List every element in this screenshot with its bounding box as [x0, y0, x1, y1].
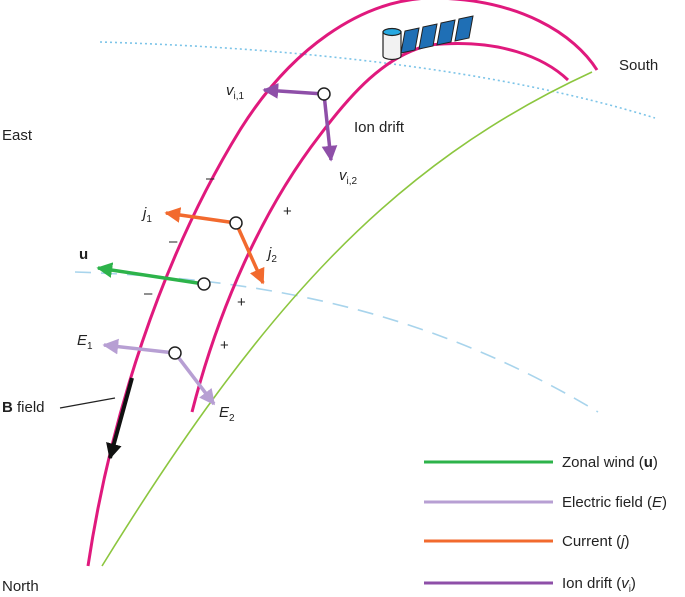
legend-label-symbol: u [644, 454, 653, 471]
b-field-label: B field [2, 399, 45, 416]
efield-point [168, 346, 182, 360]
minus-sign-2: – [169, 233, 178, 250]
minus-sign-1: – [206, 170, 215, 187]
e1-sub: 1 [87, 341, 93, 352]
minus-sign-3: – [144, 285, 153, 302]
plus-sign-3: + [220, 337, 229, 354]
legend-label-3: Ion drift (vi) [562, 575, 636, 595]
j1-sub: 1 [146, 214, 152, 225]
ion-drift-label: Ion drift [354, 119, 405, 136]
satellite [382, 15, 474, 61]
e2-sub: 2 [229, 413, 235, 424]
e1-letter: E [77, 332, 88, 349]
b-field-leader [59, 397, 116, 409]
legend-label-0: Zonal wind (u) [562, 454, 658, 471]
efield-arrow-2 [173, 351, 216, 406]
ion-drift-arrow-2 [321, 93, 338, 162]
plus-sign-1: + [283, 203, 292, 220]
v1-letter: v [226, 82, 235, 99]
legend-label-close: ) [631, 575, 636, 592]
legend-label-2: Current (j) [562, 533, 630, 550]
legend-label-subscript: i [629, 584, 631, 595]
j2-sub: 2 [271, 254, 277, 265]
b-field-rest: field [13, 399, 45, 416]
j1-label: j1 [141, 205, 152, 225]
geographic-line [101, 71, 593, 567]
outer-field-line [86, 0, 599, 567]
dotted-altitude-line [99, 41, 656, 119]
north-label: North [2, 578, 39, 595]
v1-sub: i,1 [234, 91, 245, 102]
v1-label: vi,1 [226, 82, 245, 102]
east-label: East [2, 127, 33, 144]
b-field-arrow [106, 377, 134, 460]
e2-label: E2 [219, 404, 235, 424]
efield-arrow-1 [102, 338, 176, 355]
j1-letter: j [141, 205, 147, 222]
dashed-altitude-line [74, 271, 599, 413]
legend-label-1: Electric field (E) [562, 494, 667, 511]
legend-label-symbol: v [621, 575, 630, 592]
u-label: u [79, 246, 88, 263]
current-arrow-2 [234, 222, 265, 285]
legend-label-symbol: j [619, 533, 625, 550]
v2-sub: i,2 [347, 176, 358, 187]
legend: Zonal wind (u)Electric field (E)Current … [424, 454, 667, 595]
legend-label-close: ) [653, 454, 658, 471]
j2-letter: j [266, 245, 272, 262]
legend-label-close: ) [662, 494, 667, 511]
inner-field-line [190, 42, 570, 413]
v2-letter: v [339, 167, 348, 184]
plus-sign-2: + [237, 294, 246, 311]
current-point [229, 216, 243, 230]
ion-drift-point [317, 87, 331, 101]
e1-label: E1 [77, 332, 93, 352]
ion-drift-arrow-1 [262, 83, 325, 99]
current-arrow-1 [164, 207, 237, 225]
legend-label-text: Ion drift ( [562, 575, 621, 592]
south-label: South [619, 57, 658, 74]
wind-point [197, 277, 211, 291]
zonal-wind-arrow [96, 262, 205, 286]
j2-label: j2 [266, 245, 277, 265]
b-field-b: B [2, 399, 13, 416]
legend-label-close: ) [625, 533, 630, 550]
v2-label: vi,2 [339, 167, 358, 187]
e2-letter: E [219, 404, 230, 421]
legend-label-text: Zonal wind ( [562, 454, 644, 471]
legend-label-text: Electric field ( [562, 494, 652, 511]
legend-label-text: Current ( [562, 533, 621, 550]
legend-label-symbol: E [652, 494, 663, 511]
